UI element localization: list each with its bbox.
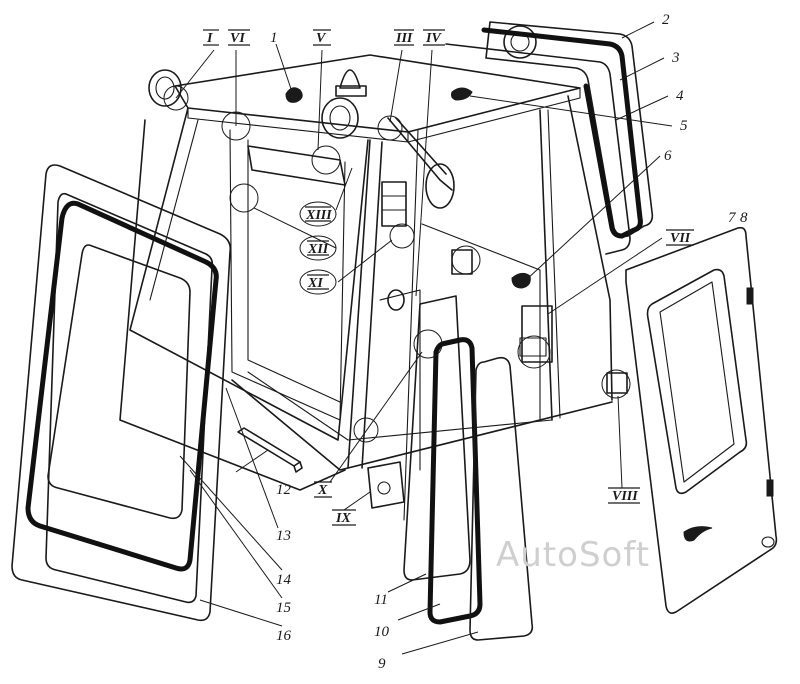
leader-lines bbox=[175, 21, 673, 655]
detail-ring-xi bbox=[389, 223, 415, 249]
detail-ring-ix-top bbox=[451, 245, 481, 275]
door-hinge-top bbox=[746, 287, 754, 305]
callout-5: 5 bbox=[680, 118, 688, 134]
svg-text:VI: VI bbox=[230, 31, 245, 46]
callout-8: 8 bbox=[740, 210, 748, 226]
detail-ring-viii bbox=[601, 369, 631, 399]
bumper-stop bbox=[451, 249, 473, 275]
detail-mark-xii: XII bbox=[299, 235, 337, 261]
callout-9: 9 bbox=[378, 656, 386, 672]
detail-ring-x bbox=[413, 329, 443, 359]
rear-window-set bbox=[445, 21, 654, 255]
detail-ring-vii bbox=[517, 335, 551, 369]
detail-mark-xi: XI bbox=[299, 269, 337, 295]
seal-strip-12 bbox=[237, 427, 303, 473]
detail-mark-xiii: XIII bbox=[299, 201, 337, 227]
svg-text:V: V bbox=[316, 31, 327, 46]
detail-mark-v: V bbox=[313, 29, 331, 46]
callout-7: 7 bbox=[728, 210, 737, 226]
numbered-callouts: 1 2 3 4 5 6 7 8 9 10 11 12 13 14 15 16 bbox=[270, 12, 748, 672]
latch-ix bbox=[367, 461, 405, 509]
callout-13: 13 bbox=[276, 528, 291, 544]
svg-text:XIII: XIII bbox=[305, 208, 332, 223]
svg-text:VII: VII bbox=[670, 231, 691, 246]
side-glass-15 bbox=[45, 192, 214, 604]
cab-door bbox=[625, 226, 778, 614]
front-glass-11 bbox=[403, 295, 471, 581]
side-seal-14 bbox=[25, 200, 219, 572]
detail-mark-ix: IX bbox=[332, 509, 356, 526]
svg-text:XII: XII bbox=[307, 242, 329, 257]
cab-frame bbox=[119, 95, 613, 521]
rear-glass-2 bbox=[485, 21, 654, 238]
door-hinge-bottom bbox=[766, 479, 774, 497]
dome-light-1 bbox=[285, 87, 303, 103]
detail-ring-lower bbox=[353, 417, 379, 443]
svg-text:XI: XI bbox=[307, 276, 323, 291]
detail-ring-xii bbox=[229, 183, 259, 213]
detail-mark-iii: III bbox=[394, 29, 414, 46]
front-seal-10 bbox=[427, 337, 483, 625]
side-window-set bbox=[11, 164, 232, 622]
door-lock-cylinder bbox=[761, 536, 775, 548]
fixture-viii bbox=[606, 372, 628, 394]
detail-mark-iv: IV bbox=[423, 29, 445, 46]
watermark-text: AutoSoft bbox=[496, 535, 650, 575]
callout-11: 11 bbox=[374, 592, 388, 608]
detail-mark-x: X bbox=[314, 481, 332, 498]
svg-text:I: I bbox=[206, 31, 213, 46]
callout-12: 12 bbox=[276, 482, 292, 498]
svg-text:IV: IV bbox=[425, 31, 442, 46]
door-handle bbox=[683, 526, 713, 542]
roof-beacon bbox=[335, 69, 367, 97]
callout-16: 16 bbox=[276, 628, 292, 644]
svg-text:VIII: VIII bbox=[612, 489, 638, 504]
detail-ring-i bbox=[163, 85, 189, 111]
callout-2: 2 bbox=[662, 12, 670, 28]
side-glass-16 bbox=[11, 164, 232, 622]
rear-seal-3 bbox=[481, 27, 643, 239]
wiper-linkage bbox=[387, 117, 455, 209]
front-window-set bbox=[403, 295, 534, 641]
rear-glass-4 bbox=[445, 43, 631, 255]
bracket-knob bbox=[387, 289, 405, 311]
callout-10: 10 bbox=[374, 624, 390, 640]
detail-mark-i: I bbox=[203, 29, 219, 46]
callout-6: 6 bbox=[664, 148, 672, 164]
detail-mark-viii: VIII bbox=[608, 487, 640, 504]
detail-mark-vi: VI bbox=[228, 29, 250, 46]
side-glass-13 bbox=[47, 244, 191, 520]
front-glass-9 bbox=[469, 356, 534, 641]
detail-ring-v bbox=[311, 145, 341, 175]
detail-mark-vii: VII bbox=[666, 229, 694, 246]
door-window-frame bbox=[646, 268, 748, 495]
callout-15: 15 bbox=[276, 600, 292, 616]
callout-14: 14 bbox=[276, 572, 292, 588]
roof-lamp-center bbox=[321, 97, 359, 139]
rubber-mount-6 bbox=[511, 272, 531, 289]
sun-visor bbox=[247, 145, 346, 186]
callout-4: 4 bbox=[676, 88, 684, 104]
door-lock-vii bbox=[519, 305, 553, 363]
callout-1: 1 bbox=[270, 30, 278, 46]
svg-text:X: X bbox=[317, 483, 328, 498]
wiper-motor bbox=[381, 181, 407, 227]
svg-text:IX: IX bbox=[335, 511, 351, 526]
detail-rings bbox=[163, 85, 631, 443]
callout-3: 3 bbox=[671, 50, 680, 66]
dome-light-5 bbox=[451, 87, 473, 101]
svg-text:III: III bbox=[395, 31, 413, 46]
roof-lamp-left bbox=[148, 69, 182, 107]
detail-ring-iii bbox=[377, 115, 403, 141]
detail-marks: I VI V III IV VII VI bbox=[203, 29, 694, 526]
